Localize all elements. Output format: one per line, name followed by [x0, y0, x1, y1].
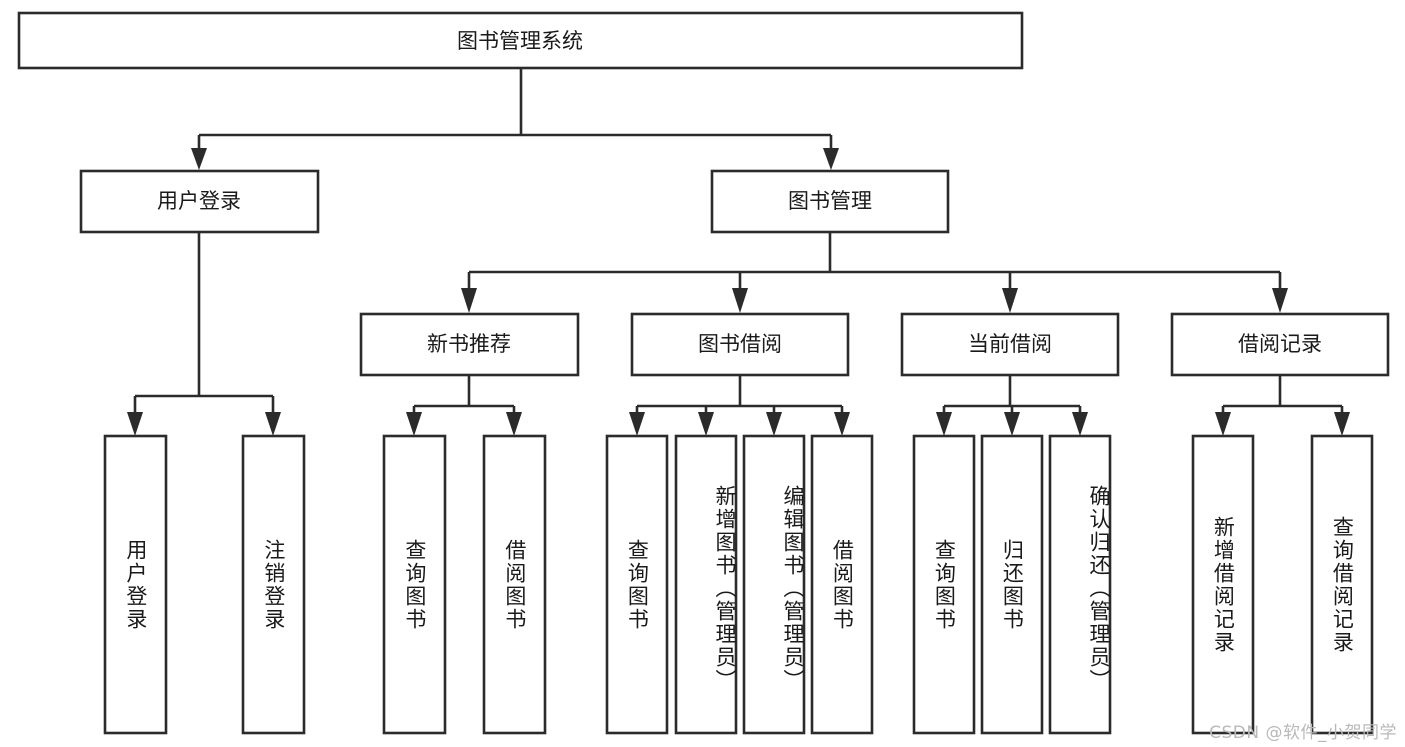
arrow-head-icon [698, 412, 714, 436]
arrow-head-icon [834, 412, 850, 436]
node-root-box [17, 11, 1024, 70]
arrow-head-icon [766, 412, 782, 436]
arrow-head-icon [1002, 288, 1018, 313]
node-new-book-recommend[interactable]: 新书推荐 [359, 312, 580, 377]
node-current-borrow-label: 当前借阅 [968, 332, 1052, 356]
leaf-box-user-login-1[interactable] [241, 434, 306, 735]
arrow-head-icon [1072, 412, 1088, 436]
node-current-borrow[interactable]: 当前借阅 [900, 312, 1120, 377]
leaf-box-new-book-1[interactable] [482, 434, 547, 735]
connector-book-management-to-level3 [461, 232, 1288, 313]
leaf-box-book-borrow-3[interactable] [810, 434, 874, 735]
arrow-head-icon [1334, 412, 1350, 436]
arrow-head-icon [629, 412, 645, 436]
watermark-text: CSDN @软件_小贺同学 [1209, 723, 1397, 743]
leaf-box-borrow-record-1[interactable] [1310, 434, 1374, 735]
node-user-login-label: 用户登录 [157, 189, 241, 213]
connector-user-login-to-leaves [127, 232, 281, 436]
connector-current-borrow-to-leaves [936, 375, 1088, 436]
leaf-box-current-borrow-1[interactable] [980, 434, 1044, 735]
leaf-box-book-borrow-2[interactable] [742, 434, 806, 735]
arrow-head-icon [506, 412, 522, 436]
node-book-management[interactable]: 图书管理 [710, 169, 950, 234]
node-book-borrow[interactable]: 图书借阅 [630, 312, 850, 377]
node-borrow-record-label: 借阅记录 [1238, 332, 1322, 356]
arrow-head-icon [1215, 412, 1231, 436]
node-new-book-recommend-label: 新书推荐 [427, 332, 511, 356]
arrow-head-icon [936, 412, 952, 436]
leaf-box-book-borrow-0[interactable] [605, 434, 669, 735]
node-user-login-box [79, 169, 320, 234]
arrow-head-icon [1004, 412, 1020, 436]
node-current-borrow-box [900, 312, 1120, 377]
arrow-head-icon [732, 288, 748, 313]
node-book-borrow-label: 图书借阅 [698, 332, 782, 356]
arrow-head-icon [823, 148, 839, 170]
leaf-box-user-login-0[interactable] [103, 434, 168, 735]
arrow-head-icon [265, 412, 281, 436]
connector-book-borrow-to-leaves [629, 375, 850, 436]
connector-new-book-recommend-to-leaves [406, 375, 522, 436]
connector-root-to-level2 [191, 68, 839, 170]
node-user-login[interactable]: 用户登录 [79, 169, 320, 234]
leaf-box-borrow-record-0[interactable] [1191, 434, 1255, 735]
arrow-head-icon [191, 148, 207, 170]
node-book-management-label: 图书管理 [788, 189, 872, 213]
arrow-head-icon [1272, 288, 1288, 313]
node-root[interactable]: 图书管理系统 [17, 11, 1024, 70]
leaf-box-current-borrow-0[interactable] [912, 434, 976, 735]
leaf-box-current-borrow-2[interactable] [1048, 434, 1112, 735]
leaf-box-new-book-0[interactable] [382, 434, 447, 735]
node-root-label: 图书管理系统 [457, 29, 583, 53]
arrow-head-icon [127, 412, 143, 436]
connector-borrow-record-to-leaves [1215, 375, 1350, 436]
node-new-book-recommend-box [359, 312, 580, 377]
leaf-box-book-borrow-1[interactable] [674, 434, 738, 735]
node-borrow-record[interactable]: 借阅记录 [1170, 312, 1390, 377]
arrow-head-icon [461, 288, 477, 313]
arrow-head-icon [406, 412, 422, 436]
